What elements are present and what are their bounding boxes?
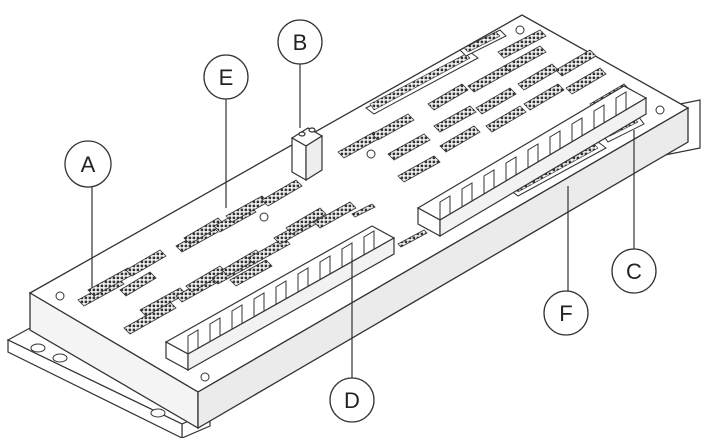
callout-c: C <box>611 248 657 294</box>
callout-b: B <box>277 19 323 65</box>
pin-headers-left <box>77 179 357 335</box>
callout-d: D <box>329 377 375 423</box>
board-holes <box>55 25 665 382</box>
callout-f-circle <box>543 290 589 336</box>
callout-a-circle <box>64 140 112 188</box>
callout-e: E <box>203 54 249 100</box>
mounting-holes <box>30 343 166 418</box>
callout-c-circle <box>611 248 657 294</box>
callout-b-circle <box>277 19 323 65</box>
callout-e-label: E <box>219 65 234 90</box>
power-connector-b <box>290 127 324 182</box>
callout-a-label: A <box>81 152 96 177</box>
terminal-block-d <box>164 225 396 372</box>
small-chips <box>351 203 428 248</box>
callout-a: A <box>64 140 112 188</box>
callout-c-label: C <box>626 259 642 284</box>
callout-d-circle <box>329 377 375 423</box>
callout-e-circle <box>203 54 249 100</box>
ribbon-connectors <box>365 29 607 197</box>
callout-f-label: F <box>559 301 572 326</box>
callout-f: F <box>543 290 589 336</box>
leader-lines <box>91 62 635 378</box>
callout-d-label: D <box>344 388 360 413</box>
terminal-block-right <box>416 85 648 238</box>
callout-b-label: B <box>293 30 308 55</box>
